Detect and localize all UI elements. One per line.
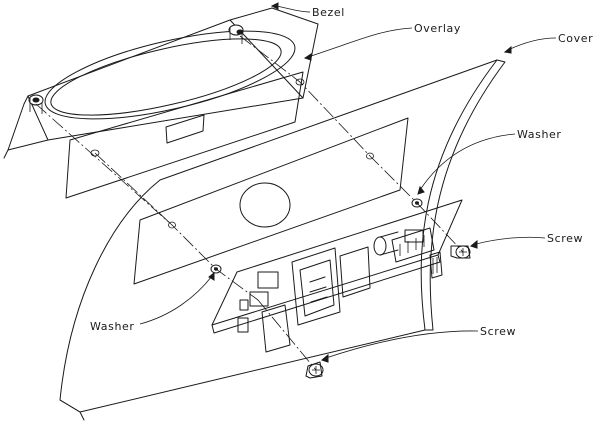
label-cover: Cover [558,32,593,45]
label-washer-right: Washer [517,128,562,141]
cover-part [59,59,506,421]
label-overlay: Overlay [414,22,461,35]
screw-right-part [450,245,471,259]
bezel-part [3,7,319,159]
label-bezel: Bezel [312,6,345,19]
control-board [211,199,463,353]
label-washer-left: Washer [90,320,135,333]
overlay-part [65,71,305,199]
assembly-centerlines [35,35,464,371]
screw-bottom-part [305,361,324,379]
label-screw-bottom: Screw [480,325,516,338]
label-screw-right: Screw [547,232,583,245]
leader-lines [139,2,557,363]
